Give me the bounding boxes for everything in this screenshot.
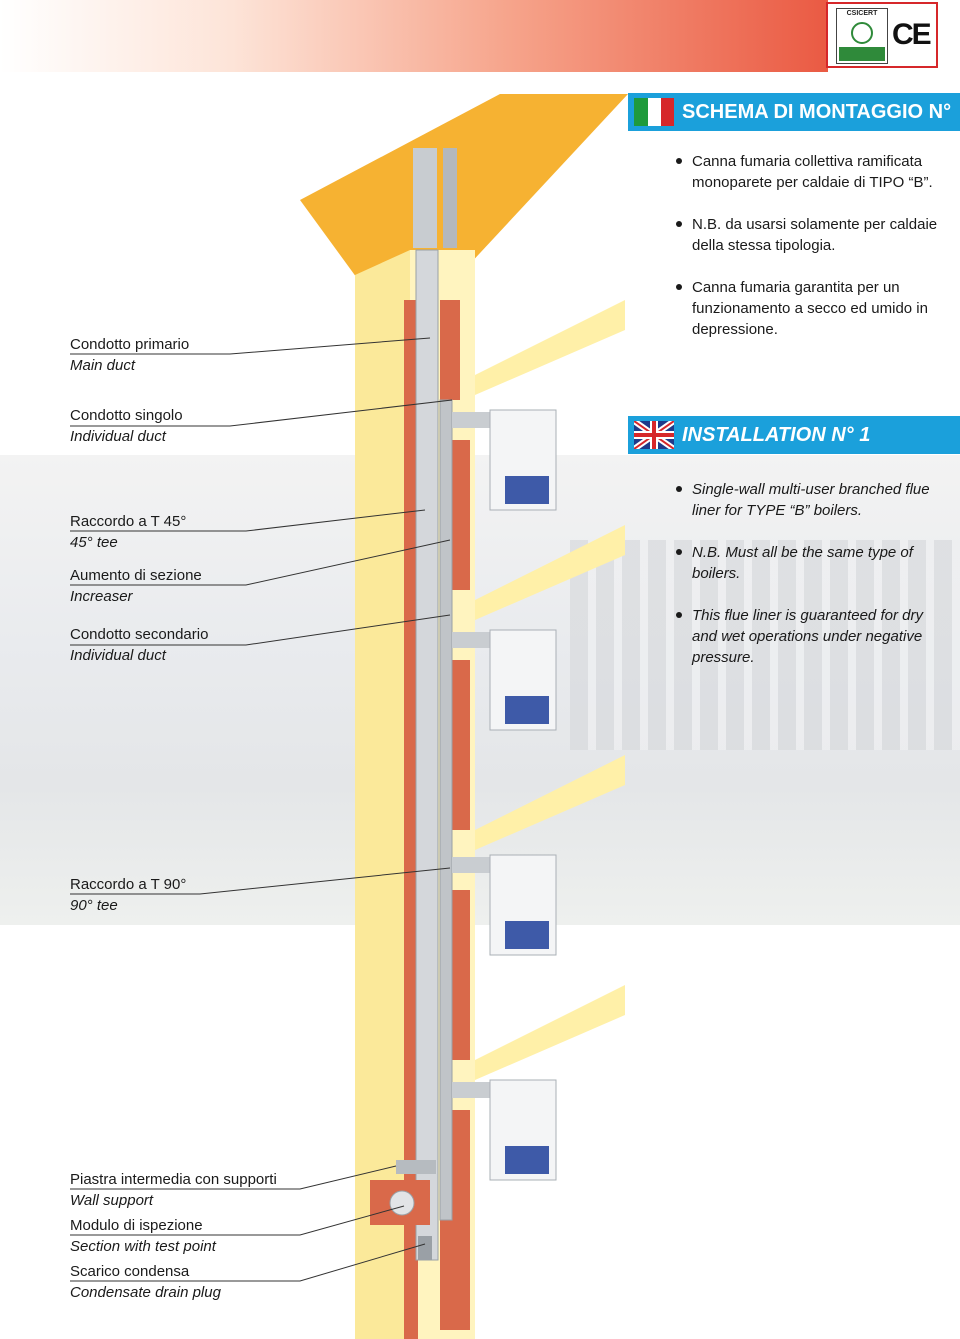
boiler-unit-4 [452,1079,557,1181]
label-en: Individual duct [70,428,166,445]
list-item: Single-wall multi-user branched flue lin… [672,479,952,521]
label-en: Condensate drain plug [70,1284,221,1301]
leader-line [70,1165,397,1190]
label-en: Individual duct [70,647,166,664]
floor-slab-4 [475,985,625,1080]
list-item: Canna fumaria garantita per un funzionam… [672,277,952,340]
label-secondary-duct: Condotto secondario Individual duct [70,624,208,666]
label-it: Condotto singolo [70,407,183,424]
header-gradient-bar [0,0,828,72]
leader-line [70,399,453,427]
cert-seal-icon [851,22,873,44]
label-test-point: Modulo di ispezione Section with test po… [70,1215,216,1257]
roof-slab [300,94,628,296]
cert-brand: CSICERT [846,10,878,17]
floor-slab-1 [475,300,625,395]
leader-line [70,614,451,646]
boiler-unit-1 [452,409,557,511]
certification-badge: CSICERT CE [826,2,938,68]
label-main-duct: Condotto primario Main duct [70,334,189,376]
label-it: Raccordo a T 90° [70,876,187,893]
uk-flag-icon [634,421,674,449]
list-item: N.B. Must all be the same type of boiler… [672,542,952,584]
label-individual-duct: Condotto singolo Individual duct [70,405,183,447]
leader-line [70,1243,426,1282]
label-en: Section with test point [70,1238,216,1255]
label-it: Piastra intermedia con supporti [70,1171,277,1188]
secondary-duct-terminal [443,148,457,248]
label-en: Main duct [70,357,136,374]
boiler-unit-3 [452,854,557,956]
cert-foot [839,47,885,61]
italy-flag-icon [634,98,674,126]
label-it: Condotto secondario [70,626,209,643]
label-condensate-drain: Scarico condensa Condensate drain plug [70,1261,221,1303]
condensate-drain [418,1236,432,1260]
label-en: 45° tee [70,534,118,551]
label-it: Scarico condensa [70,1263,190,1280]
main-duct-terminal [413,148,437,248]
leader-line [70,337,431,355]
wall-support [396,1160,436,1174]
boiler-unit-2 [452,629,557,731]
label-en: Wall support [70,1192,154,1209]
leader-line [70,539,451,586]
english-bullets: Single-wall multi-user branched flue lin… [672,479,952,689]
english-title: INSTALLATION N° 1 [682,424,871,446]
label-en: 90° tee [70,897,118,914]
list-item: This flue liner is guaranteed for dry an… [672,605,952,668]
label-it: Aumento di sezione [70,567,202,584]
brick-strip [404,300,418,1339]
label-wall-support: Piastra intermedia con supporti Wall sup… [70,1169,277,1211]
leader-line [70,1205,405,1236]
secondary-duct [439,399,453,1221]
floor-slab-2 [475,525,625,620]
label-it: Raccordo a T 45° [70,513,187,530]
csicert-logo: CSICERT [836,8,888,64]
ce-mark: CE [892,18,932,51]
italian-title: SCHEMA DI MONTAGGIO N° 1 [682,101,952,161]
list-item: Canna fumaria collettiva ramificata mono… [672,151,952,193]
label-90-tee: Raccordo a T 90° 90° tee [70,874,186,916]
label-en: Increaser [70,588,133,605]
background-building [570,540,960,750]
italian-title-band: SCHEMA DI MONTAGGIO N° 1 [628,93,960,161]
test-point-icon [389,1190,415,1216]
italian-bullets: Canna fumaria collettiva ramificata mono… [672,151,952,361]
list-item: N.B. da usarsi solamente per caldaie del… [672,214,952,256]
label-45-tee: Raccordo a T 45° 45° tee [70,511,186,553]
english-title-band: INSTALLATION N° 1 [628,416,960,454]
chimney-wall [355,250,410,1339]
label-it: Modulo di ispezione [70,1217,203,1234]
leader-line [70,867,451,895]
floor-slab-3 [475,755,625,850]
brick-strip [440,300,460,400]
leader-line [70,509,426,532]
label-increaser: Aumento di sezione Increaser [70,565,202,607]
main-duct [415,249,439,1261]
label-it: Condotto primario [70,336,190,353]
